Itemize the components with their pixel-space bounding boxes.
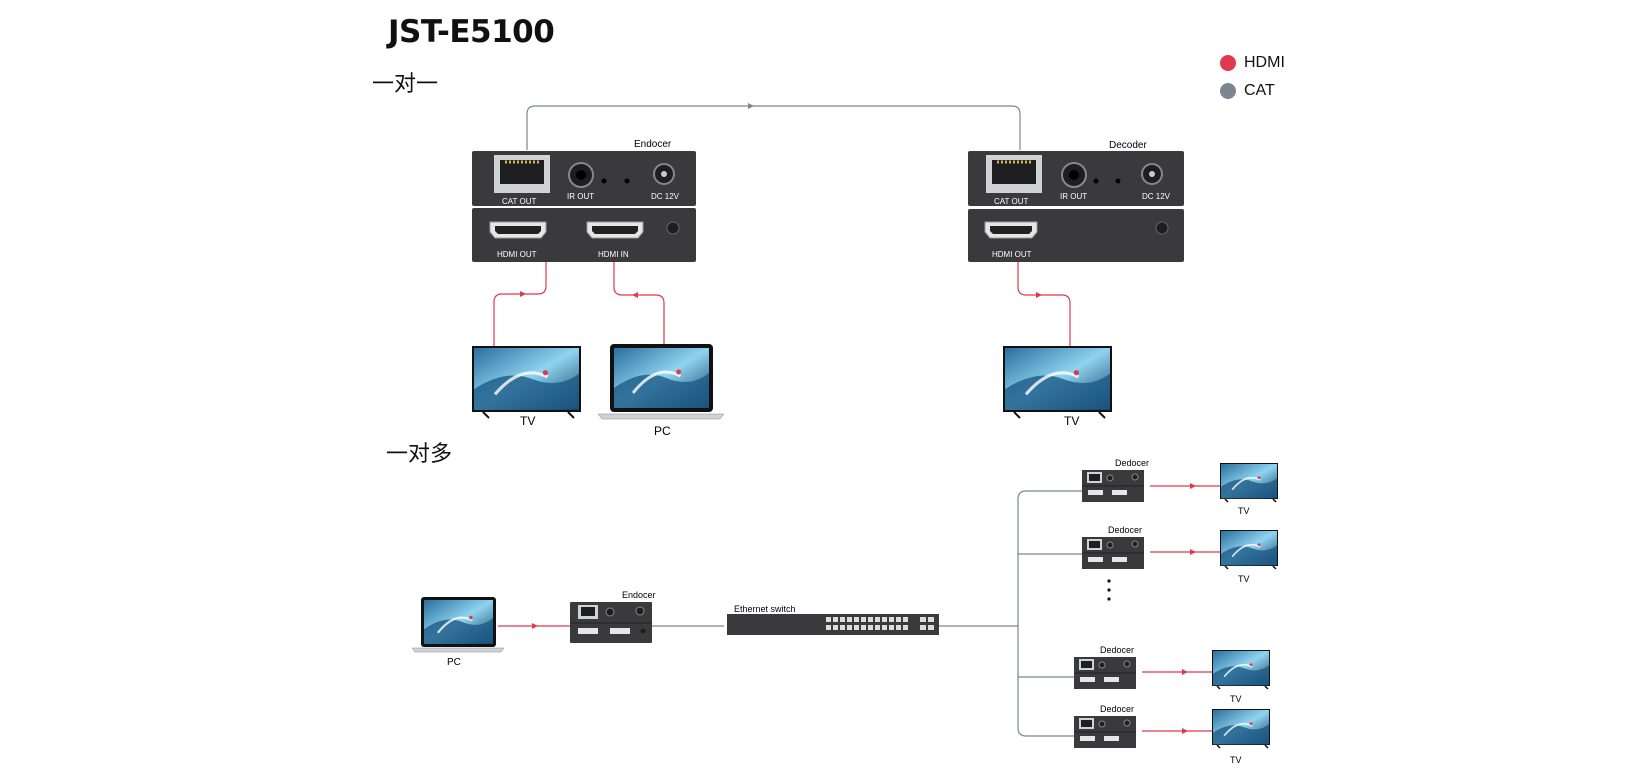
tv-icon [1003, 346, 1112, 419]
legend-label-hdmi: HDMI [1244, 54, 1285, 71]
pc-label: PC [447, 657, 461, 668]
cat-tree-line [1017, 490, 1082, 737]
legend-item-hdmi: HDMI [1220, 54, 1285, 72]
tv-icon [1220, 530, 1278, 570]
legend-item-cat: CAT [1220, 82, 1285, 100]
port-label-cat-out: CAT OUT [994, 197, 1028, 206]
tv-icon [472, 346, 581, 419]
cat-link-arrow [748, 103, 754, 109]
cat-color-dot [1220, 83, 1236, 99]
port-label-ir-out: IR OUT [567, 192, 594, 201]
decoder-unit-small [1074, 657, 1136, 689]
cat-link-line [526, 105, 1021, 150]
port-label-dc: DC 12V [651, 192, 680, 201]
decoder-unit-small [1074, 716, 1136, 748]
decoder-unit-small [1082, 537, 1144, 569]
decoder-label: Decoder [1109, 140, 1147, 151]
encoder-label: Endocer [622, 590, 656, 600]
tv-label: TV [1238, 574, 1250, 584]
hdmi-link-line [1017, 262, 1071, 348]
port-label-cat-out: CAT OUT [502, 197, 536, 206]
tv-label: TV [520, 414, 535, 428]
hdmi-link-line [493, 262, 547, 348]
tv-icon [1220, 463, 1278, 503]
hdmi-color-dot [1220, 55, 1236, 71]
tv-label: TV [1230, 694, 1242, 704]
port-label-hdmi-out: HDMI OUT [497, 250, 537, 259]
legend: HDMI CAT [1220, 54, 1285, 100]
legend-label-cat: CAT [1244, 82, 1275, 99]
section-one-to-many: 一对多 [386, 442, 453, 467]
decoder-unit-small [1082, 470, 1144, 502]
hdmi-link-line [613, 262, 665, 348]
tv-label: TV [1230, 755, 1242, 765]
laptop-icon [411, 597, 505, 653]
ethernet-switch [727, 614, 939, 635]
encoder-unit [472, 151, 696, 262]
switch-label: Ethernet switch [734, 604, 796, 614]
decoder-label: Dedocer [1100, 645, 1134, 655]
decoder-label: Dedocer [1115, 458, 1149, 468]
laptop-icon [597, 344, 725, 420]
page-title: JST-E5100 [388, 14, 555, 50]
encoder-label: Endocer [634, 139, 672, 150]
port-label-hdmi-out: HDMI OUT [992, 250, 1032, 259]
port-label-hdmi-in: HDMI IN [598, 250, 629, 259]
tv-icon [1212, 650, 1270, 690]
section-one-to-one: 一对一 [372, 72, 439, 97]
decoder-unit [968, 151, 1184, 262]
pc-label: PC [654, 424, 671, 438]
ellipsis-icon [1107, 579, 1111, 601]
decoder-label: Dedocer [1108, 525, 1142, 535]
tv-icon [1212, 709, 1270, 749]
tv-label: TV [1238, 506, 1250, 516]
port-label-dc: DC 12V [1142, 192, 1171, 201]
port-label-ir-out: IR OUT [1060, 192, 1087, 201]
decoder-label: Dedocer [1100, 704, 1134, 714]
tv-label: TV [1064, 414, 1079, 428]
encoder-unit-small [570, 602, 652, 643]
